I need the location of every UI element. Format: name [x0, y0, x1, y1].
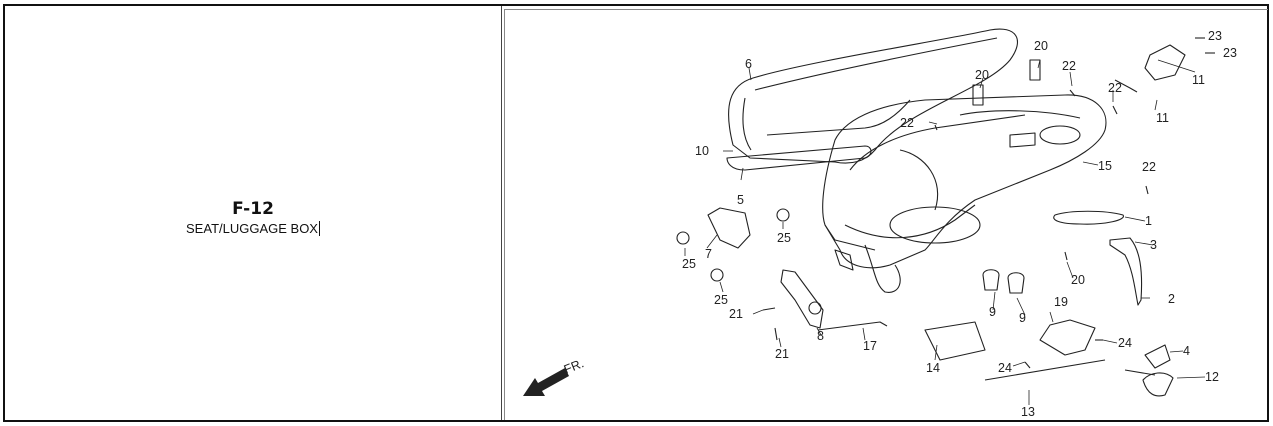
callout-21a: 21 [729, 307, 743, 321]
callout-9a: 9 [989, 305, 996, 319]
callout-8: 8 [817, 329, 824, 343]
small-parts-drawing [676, 37, 1215, 397]
callout-11-label: 11 [1192, 73, 1205, 87]
seat-drawing [726, 28, 1019, 171]
callout-4: 4 [1183, 344, 1190, 358]
callout-12: 11 [1156, 111, 1169, 125]
callout-22c: 22 [1062, 59, 1076, 73]
text-cursor [318, 221, 320, 236]
callout-13: 12 [1205, 370, 1219, 384]
callout-2: 2 [1168, 292, 1175, 306]
callout-23b: 23 [1223, 46, 1237, 60]
callout-20a-label: 20 [1034, 39, 1048, 53]
callout-24a: 24 [1118, 336, 1132, 350]
callout-5: 5 [737, 193, 744, 207]
callout-21b: 21 [775, 347, 789, 361]
callout-6: 6 [745, 57, 752, 71]
callout-24b: 24 [998, 361, 1012, 375]
callout-25a: 25 [777, 231, 791, 245]
leader-lines [684, 59, 1206, 405]
catalog-frame: F-12 SEAT/LUGGAGE BOX [3, 4, 1269, 422]
callout-14: 13 [1021, 405, 1035, 419]
exploded-diagram-panel: FR. 6 10 5 7 25 25 25 21 21 8 17 14 9 9 … [504, 9, 1268, 420]
callout-1: 1 [1145, 214, 1152, 228]
callout-20b-label: 20 [975, 68, 989, 82]
section-title: SEAT/LUGGAGE BOX [5, 221, 501, 236]
front-direction-arrow [523, 368, 569, 396]
callout-3: 3 [1150, 238, 1157, 252]
callout-25b: 25 [682, 257, 696, 271]
callout-16: 15 [1098, 159, 1112, 173]
exploded-diagram: FR. 6 10 5 7 25 25 25 21 21 8 17 14 9 9 … [523, 28, 1237, 419]
section-code: F-12 [232, 199, 274, 219]
section-title-text: SEAT/LUGGAGE BOX [186, 221, 318, 236]
callout-22b: 22 [1108, 81, 1122, 95]
callout-9b: 9 [1019, 311, 1026, 325]
callout-19: 20 [1071, 273, 1085, 287]
luggage-box-drawing [822, 94, 1107, 293]
callout-18: 19 [1054, 295, 1068, 309]
callout-17: 17 [863, 339, 877, 353]
direction-label: FR. [562, 356, 586, 377]
callout-22d: 22 [900, 116, 914, 130]
callout-numbers: 6 10 5 7 25 25 25 21 21 8 17 14 9 9 19 2… [682, 29, 1237, 419]
callout-7: 7 [705, 247, 712, 261]
callout-25c: 25 [714, 293, 728, 307]
callout-10: 10 [695, 144, 709, 158]
callout-23a: 23 [1208, 29, 1222, 43]
callout-15: 14 [926, 361, 940, 375]
section-panel: F-12 SEAT/LUGGAGE BOX [5, 6, 502, 420]
callout-22a: 22 [1142, 160, 1156, 174]
